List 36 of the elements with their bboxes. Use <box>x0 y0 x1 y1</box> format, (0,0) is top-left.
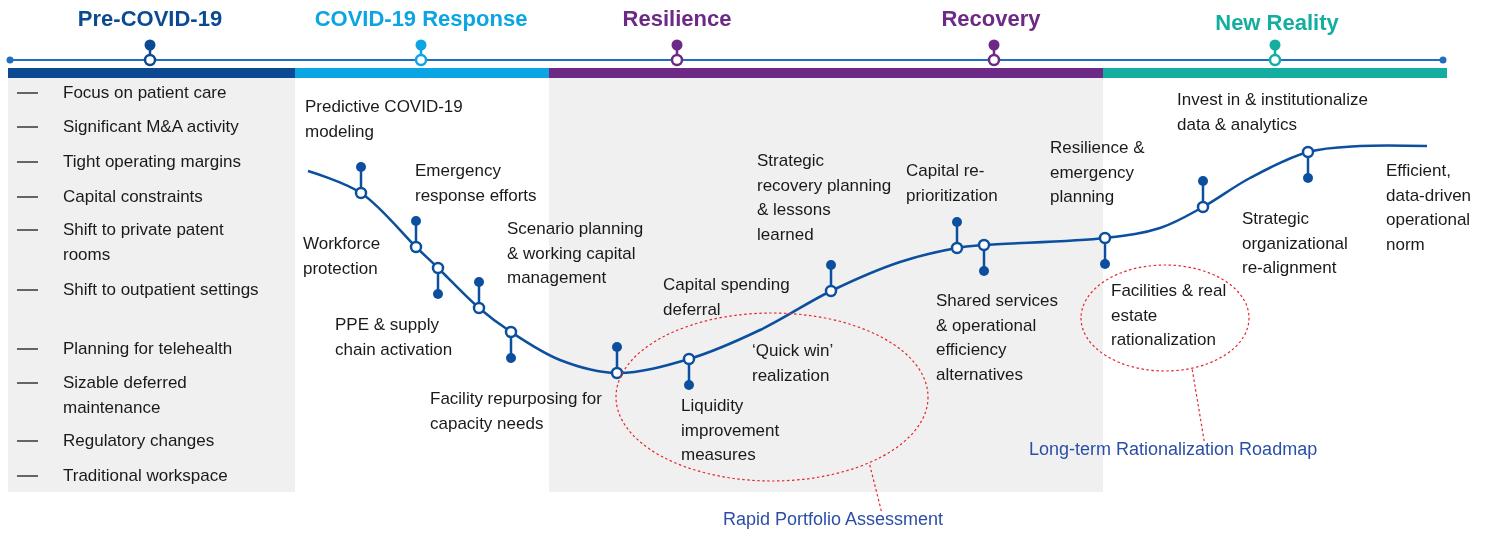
phase-heading: New Reality <box>1215 10 1339 36</box>
list-item: Capital constraints <box>63 186 204 208</box>
phase-heading: COVID-19 Response <box>314 6 528 32</box>
milestone-label: Scenario planning & working capital management <box>507 218 645 289</box>
milestone-label: Resilience & emergency planning <box>1050 137 1146 208</box>
leader-line <box>868 462 882 512</box>
milestone-label: PPE & supply chain activation <box>335 314 454 361</box>
milestone-label: ‘Quick win’ realization <box>752 340 834 387</box>
phase-heading: Recovery <box>941 6 1041 32</box>
milestone-label: Capital re-prioritization <box>906 160 999 207</box>
list-item: Sizable deferred maintenance <box>63 372 188 419</box>
list-item: Focus on patient care <box>63 82 228 104</box>
milestone-label: Workforce protection <box>303 233 382 280</box>
milestone-label: Predictive COVID-19 modeling <box>305 96 464 143</box>
milestone-label: Facility repurposing for capacity needs <box>430 388 603 435</box>
milestone-label: Strategic organizational re-alignment <box>1242 208 1349 279</box>
phase-heading: Resilience <box>622 6 732 32</box>
milestone-label: Efficient, data-driven operational norm <box>1386 160 1473 256</box>
callout-text: Long-term Rationalization Roadmap <box>1029 439 1318 460</box>
list-item: Tight operating margins <box>63 151 242 173</box>
list-item: Shift to private patent rooms <box>63 219 225 266</box>
list-item: Traditional workspace <box>63 465 229 487</box>
list-item: Planning for telehealth <box>63 338 234 360</box>
leader-line <box>1191 368 1205 442</box>
milestone-label: Strategic recovery planning & lessons learned <box>757 150 892 246</box>
milestone-label: Shared services & operational efficiency alternatives <box>936 290 1059 386</box>
list-item: Regulatory changes <box>63 430 216 452</box>
milestone-label: Facilities & real estate rationalization <box>1111 280 1228 351</box>
milestone-label: Emergency response efforts <box>415 160 538 207</box>
phase-heading: Pre-COVID-19 <box>77 6 223 32</box>
milestone-label: Liquidity improvement measures <box>681 395 781 466</box>
list-item: Shift to outpatient settings <box>63 279 260 301</box>
list-item: Significant M&A activity <box>63 116 240 138</box>
milestone-label: Capital spending deferral <box>663 274 791 321</box>
milestone-label: Invest in & institutionalize data & analytics <box>1177 89 1369 136</box>
callout-text: Rapid Portfolio Assessment <box>723 509 944 530</box>
